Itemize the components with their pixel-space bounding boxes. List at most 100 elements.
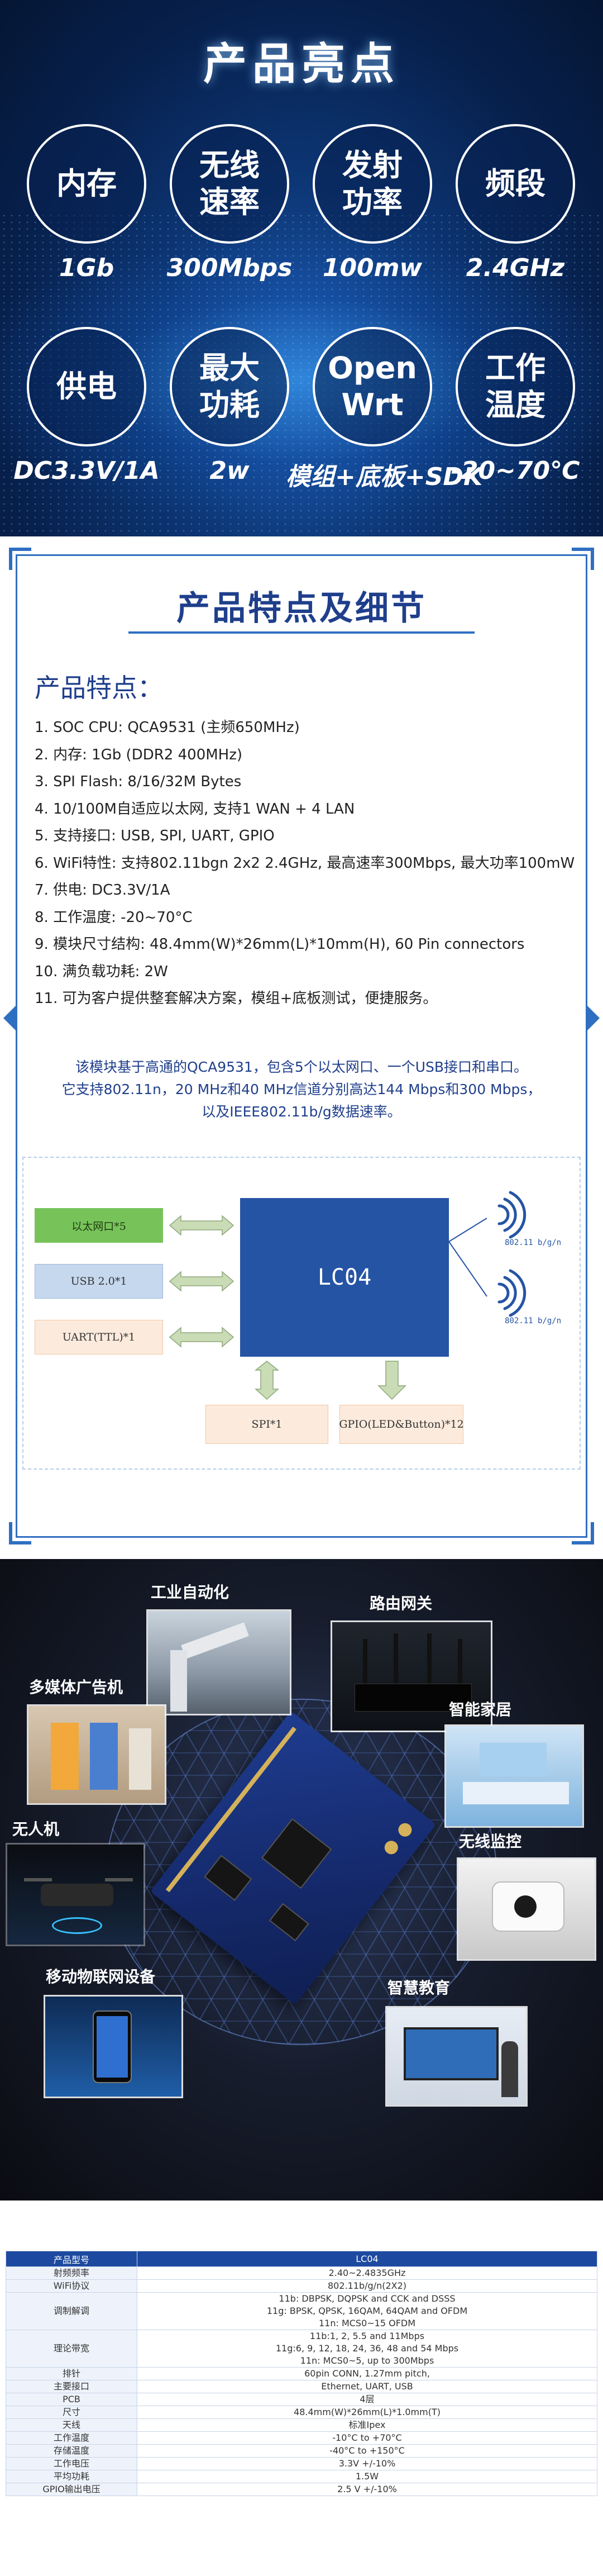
app-label: 无线监控 — [459, 1832, 522, 1851]
spec-key: 尺寸 — [6, 2406, 137, 2419]
spi-block: SPI*1 — [205, 1405, 328, 1444]
lc04-module-block: LC04 — [240, 1198, 449, 1357]
highlight-value: 2w — [209, 457, 250, 485]
highlight-openwrt: Open Wrt 模组+底板+SDK — [286, 327, 482, 492]
spec-value: -10°C to +70°C — [137, 2431, 597, 2445]
highlight-power-supply: 供电 DC3.3V/1A — [13, 327, 160, 485]
feature-item: 3. SPI Flash: 8/16/32M Bytes — [35, 773, 242, 790]
feature-item: 8. 工作温度: -20~70°C — [35, 909, 193, 926]
spec-key: 存储温度 — [6, 2444, 137, 2458]
table-row: 工作温度 -10°C to +70°C — [6, 2431, 597, 2445]
spec-value-line: 48.4mm(W)*26mm(L)*1.0mm(T) — [294, 2407, 441, 2417]
spec-key: 工作温度 — [6, 2431, 137, 2445]
table-row: GPIO输出电压 2.5 V +/-10% — [6, 2483, 597, 2496]
spec-value: 标准Ipex — [137, 2418, 597, 2432]
title-underline — [128, 631, 475, 634]
feature-item: 7. 供电: DC3.3V/1A — [35, 882, 170, 899]
app-label: 智慧教育 — [387, 1979, 451, 1997]
highlight-memory: 内存 1Gb — [22, 124, 151, 282]
feature-item: 5. 支持接口: USB, SPI, UART, GPIO — [35, 828, 275, 844]
highlight-wireless-rate: 无线 速率 300Mbps — [165, 124, 294, 282]
soc-chip — [261, 1818, 332, 1889]
spec-key: GPIO输出电压 — [6, 2483, 137, 2496]
spec-value-line: 60pin CONN, 1.27mm pitch, — [304, 2368, 430, 2379]
highlight-value: 2.4GHz — [466, 254, 565, 282]
spec-value: 3.3V +/-10% — [137, 2457, 597, 2470]
industrial-automation-image — [146, 1609, 291, 1715]
block-diagram: 802.11 b/g/n 802.11 b/g/n 以太网口*5 USB 2.0… — [22, 1157, 581, 1470]
spec-value: 2.5 V +/-10% — [137, 2483, 597, 2496]
features-subtitle: 产品特点： — [35, 673, 163, 703]
spec-value-line: 11n: MCS0~5, up to 300Mbps — [300, 2355, 434, 2366]
feature-item: 10. 满负载功耗: 2W — [35, 963, 168, 980]
spec-value-line: 11n: MCS0~15 OFDM — [318, 2318, 416, 2328]
highlight-label: 最大 功耗 — [170, 327, 289, 446]
diagram-arrows: 802.11 b/g/n 802.11 b/g/n — [169, 1191, 561, 1400]
spec-value-line: Ethernet, UART, USB — [321, 2381, 413, 2392]
spec-value-line: 2.40~2.4835GHz — [328, 2268, 406, 2278]
wifi-standard-label: 802.11 b/g/n — [505, 1316, 561, 1325]
highlight-label: Open Wrt — [313, 327, 432, 446]
spec-value-line: -40°C to +150°C — [329, 2445, 405, 2456]
spec-value-line: 11g:6, 9, 12, 18, 24, 36, 48 and 54 Mbps — [275, 2343, 459, 2354]
highlight-label: 无线 速率 — [170, 124, 289, 244]
smart-home-image — [444, 1724, 584, 1828]
app-label: 移动物联网设备 — [46, 1967, 156, 1986]
wifi-icon — [497, 1269, 527, 1317]
router-gateway-image — [331, 1620, 492, 1732]
feature-item: 2. 内存: 1Gb (DDR2 400MHz) — [35, 746, 243, 763]
mobile-iot-image — [44, 1995, 183, 2098]
highlight-value: 1Gb — [59, 254, 114, 282]
spec-value: 4层 — [137, 2393, 597, 2406]
spec-value: 60pin CONN, 1.27mm pitch, — [137, 2367, 597, 2380]
spec-value-line: 4层 — [360, 2394, 375, 2404]
multimedia-ad-image — [27, 1704, 166, 1805]
feature-item: 6. WiFi特性: 支持802.11bgn 2x2 2.4GHz, 最高速率3… — [35, 854, 575, 872]
frame-corner — [9, 1522, 31, 1544]
spec-value-line: 2.5 V +/-10% — [337, 2484, 397, 2494]
highlight-temperature: 工作 温度 -20~70℃ — [451, 327, 580, 485]
table-header-cell: 产品型号 — [6, 2251, 137, 2267]
memory-chip — [204, 1855, 252, 1901]
app-label: 无人机 — [12, 1820, 60, 1838]
table-row: 射频频率 2.40~2.4835GHz — [6, 2266, 597, 2280]
spec-key: 射频频率 — [6, 2266, 137, 2280]
table-row: PCB 4层 — [6, 2393, 597, 2406]
right-arrow-icon — [587, 1006, 600, 1030]
frame-corner — [9, 548, 31, 570]
spec-value-line: -10°C to +70°C — [332, 2432, 402, 2443]
spec-key: PCB — [6, 2393, 137, 2406]
double-arrow-icon — [169, 1271, 234, 1292]
double-arrow-icon — [169, 1215, 234, 1236]
smart-education-image — [385, 2006, 528, 2107]
features-frame — [16, 554, 587, 1538]
highlight-label: 供电 — [27, 327, 146, 446]
features-section: 产品特点及细节 产品特点： 1. SOC CPU: QCA9531 (主频650… — [0, 536, 603, 1559]
spec-key: 理论带宽 — [6, 2330, 137, 2368]
spec-key: 调制解调 — [6, 2292, 137, 2330]
highlights-section: 产品亮点 内存 1Gb 无线 速率 300Mbps 发射 功率 100mw 频段… — [0, 0, 603, 536]
down-arrow-icon — [377, 1361, 406, 1400]
spec-value: Ethernet, UART, USB — [137, 2380, 597, 2393]
spec-key: 平均功耗 — [6, 2470, 137, 2483]
table-header-row: 产品型号 LC04 — [6, 2251, 597, 2267]
antenna-connector — [395, 1820, 415, 1840]
double-arrow-icon — [169, 1327, 234, 1348]
table-row: 存储温度 -40°C to +150°C — [6, 2444, 597, 2458]
wireless-surveillance-image — [457, 1857, 596, 1961]
spec-value-line: 1.5W — [355, 2471, 379, 2482]
applications-section: 工业自动化 路由网关 多媒体广告机 智能家居 无人机 无线监控 — [0, 1559, 603, 2200]
spec-value-line: 11g: BPSK, QPSK, 16QAM, 64QAM and OFDM — [266, 2306, 468, 2316]
spec-value: 48.4mm(W)*26mm(L)*1.0mm(T) — [137, 2406, 597, 2419]
module-intro: 该模块基于高通的QCA9531，包含5个以太网口、一个USB接口和串口。 它支持… — [56, 1056, 547, 1123]
table-row: 平均功耗 1.5W — [6, 2470, 597, 2483]
drone-image — [6, 1843, 145, 1946]
highlight-value: DC3.3V/1A — [13, 457, 160, 485]
table-row: 天线标准Ipex — [6, 2418, 597, 2432]
double-arrow-icon — [254, 1361, 280, 1400]
